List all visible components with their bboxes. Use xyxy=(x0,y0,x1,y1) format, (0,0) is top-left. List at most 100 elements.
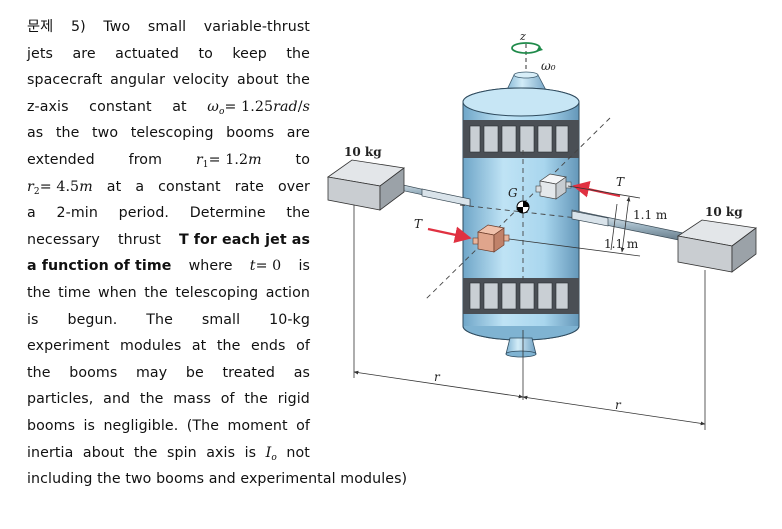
text-word: a xyxy=(135,178,145,195)
text-word: about xyxy=(237,72,279,89)
text-word: 문제 xyxy=(27,19,54,35)
omega-label: ω₀ xyxy=(541,59,556,73)
text-word: booms xyxy=(226,125,275,142)
thrust-arrow-left xyxy=(427,226,472,244)
text-word: T for each jet as xyxy=(178,231,310,248)
text-word: is xyxy=(83,417,96,434)
text-word: telescoping xyxy=(130,125,214,142)
text-line: a 2-min period. Determine the xyxy=(27,200,310,227)
center-label: G xyxy=(508,186,518,200)
right-module xyxy=(676,219,758,273)
text-line: spacecraft angular velocity about the xyxy=(27,67,310,94)
text-word: angular xyxy=(110,72,166,89)
text-word: when xyxy=(98,284,137,301)
text-word: at xyxy=(191,338,207,355)
text-word: inertia xyxy=(27,444,74,461)
text-word: including the two booms and experimental… xyxy=(27,471,408,488)
text-word: the xyxy=(27,284,51,301)
text-word: the xyxy=(27,364,51,381)
text-word: the xyxy=(286,205,310,222)
text-word: 5) xyxy=(70,19,86,35)
text-word: be xyxy=(185,364,204,381)
text-word: period. xyxy=(118,205,170,222)
dist-upper-label: 1.1 m xyxy=(633,208,668,222)
text-word: about xyxy=(82,444,125,461)
text-word: rate xyxy=(234,178,264,195)
text-word: the xyxy=(286,72,310,89)
left-module xyxy=(326,159,406,211)
mass-left-label: 10 kg xyxy=(344,145,382,159)
z-axis-label: z xyxy=(519,30,526,43)
spacecraft-figure: z ω₀ xyxy=(326,30,758,430)
text-word: at xyxy=(106,178,122,195)
bottom-nozzle xyxy=(505,337,537,358)
text-word: the xyxy=(55,125,80,142)
text-word: are xyxy=(286,125,310,142)
text-line: including the two booms and experimental… xyxy=(27,466,407,493)
text-word: spacecraft xyxy=(27,72,103,89)
text-word: Determine xyxy=(189,205,266,222)
upper-band xyxy=(463,120,579,158)
text-word: (The xyxy=(186,417,220,434)
text-word: ends xyxy=(251,338,286,355)
circular-arrow-icon xyxy=(511,42,543,54)
left-jet xyxy=(472,224,510,253)
text-word: over xyxy=(277,178,310,195)
text-word: negligible. xyxy=(103,417,179,434)
text-word: jets xyxy=(27,45,54,62)
text-word: booms xyxy=(69,364,118,381)
text-word: modules xyxy=(120,338,182,355)
text-word: moment xyxy=(227,417,288,434)
text-word: a xyxy=(27,205,36,222)
text-word: Io xyxy=(265,444,277,463)
text-word: as xyxy=(293,364,310,381)
text-word: are xyxy=(72,45,96,62)
text-word: Two xyxy=(103,19,131,35)
text-word: of xyxy=(296,338,310,355)
thrust-left-label: T xyxy=(414,217,423,231)
text-line: 문제 5) Two small variable-thrust xyxy=(27,14,310,41)
text-word: small xyxy=(201,311,241,328)
lower-band xyxy=(463,278,579,314)
text-word: to xyxy=(198,45,213,62)
text-word: of xyxy=(220,391,235,408)
text-word: begun. xyxy=(67,311,118,328)
radius-right-label: r xyxy=(615,398,622,412)
text-word: variable-thrust xyxy=(203,19,310,35)
text-word: constant xyxy=(89,98,152,115)
text-word: velocity xyxy=(172,72,230,89)
text-word: of xyxy=(296,417,310,434)
text-word: the xyxy=(216,338,241,355)
text-word: 2-min xyxy=(56,205,98,222)
text-word: may xyxy=(136,364,168,381)
text-word: 10-kg xyxy=(269,311,310,328)
text-word: time xyxy=(58,284,91,301)
text-word: spin xyxy=(166,444,197,461)
text-word: as xyxy=(27,125,44,142)
text-word: constant xyxy=(158,178,221,195)
text-word: telescoping xyxy=(175,284,259,301)
text-word: necessary xyxy=(27,231,100,248)
text-word: The xyxy=(146,311,173,328)
text-word: keep xyxy=(232,45,267,62)
text-word: treated xyxy=(222,364,276,381)
text-word: small xyxy=(147,19,187,35)
text-word: to xyxy=(295,151,310,168)
text-word: action xyxy=(265,284,310,301)
text-word: the xyxy=(139,391,164,408)
text-word: is xyxy=(244,444,257,461)
text-word: is xyxy=(298,258,310,275)
text-word: and xyxy=(103,391,131,408)
text-word: the xyxy=(286,45,310,62)
